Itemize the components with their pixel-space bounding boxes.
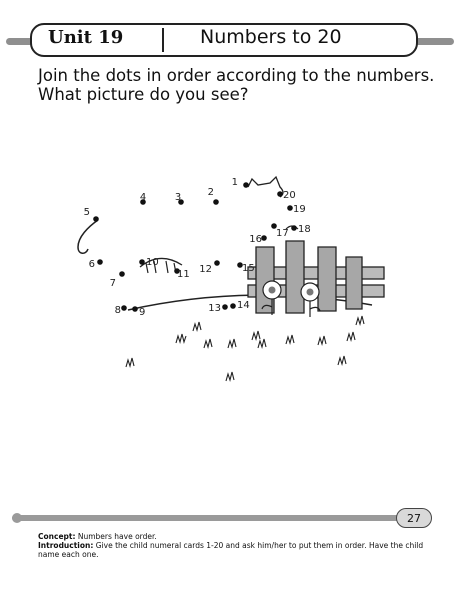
dot-5 [93,216,99,222]
tail-sketch [77,219,99,254]
dot-label-15: 15 [242,263,255,274]
dot-label-12: 12 [199,264,212,275]
instruction-line-2: What picture do you see? [38,85,249,104]
bird-sketch [285,225,299,230]
dot-12 [214,260,220,266]
instructions: Join the dots in order according to the … [38,66,448,104]
dot-9 [132,306,138,312]
concept-label: Concept: [38,532,76,541]
dot-label-18: 18 [298,224,311,235]
dot-10 [139,259,145,265]
dot-4 [140,199,146,205]
dot-label-1: 1 [232,177,238,188]
dot-16 [261,235,267,241]
header-box [30,23,418,57]
dot-label-6: 6 [89,259,95,270]
dot-label-19: 19 [293,204,306,215]
dot-15 [237,262,243,268]
dot-11 [174,268,180,274]
dot-label-9: 9 [139,307,145,318]
dot-17 [271,223,277,229]
dot-label-8: 8 [115,305,121,316]
dot-label-20: 20 [283,190,296,201]
dot-19 [287,205,293,211]
dot-label-17: 17 [276,228,289,239]
footer-rail [12,513,404,523]
dot-label-7: 7 [110,278,116,289]
dot-1 [243,182,249,188]
paws-sketch [145,260,177,274]
dot-label-2: 2 [208,187,214,198]
dot-label-4: 4 [140,192,146,203]
instruction-line-1: Join the dots in order according to the … [38,66,435,85]
dot-label-16: 16 [249,234,262,245]
dot-6 [97,259,103,265]
dot-7 [119,271,125,277]
page-title: Numbers to 20 [200,26,342,48]
dot-18 [291,225,297,231]
intro-text: Give the child numeral cards 1-20 and as… [38,541,424,559]
teacher-notes: Concept: Numbers have order. Introductio… [38,532,438,559]
dot-label-11: 11 [177,269,190,280]
dot-label-3: 3 [175,192,181,203]
dot-label-5: 5 [84,207,90,218]
belly-sketch [139,257,183,268]
dot-label-10: 10 [146,257,159,268]
grass-tufts [125,315,365,382]
dot-14 [230,303,236,309]
dot-label-13: 13 [208,303,221,314]
unit-label: Unit 19 [48,27,124,48]
dot-13 [222,304,228,310]
dot-20 [277,191,283,197]
page-number: 27 [396,508,432,528]
dot-8 [121,305,127,311]
header-divider [162,28,164,52]
footer-rail-knob [12,513,22,523]
concept-text: Numbers have order. [77,532,157,541]
unit-header: Unit 19 Numbers to 20 [0,23,460,59]
dot-2 [213,199,219,205]
fence-drawing [247,240,385,314]
dot-3 [178,199,184,205]
flowers-drawing [261,280,321,317]
intro-label: Introduction: [38,541,94,550]
dot-label-14: 14 [237,300,250,311]
